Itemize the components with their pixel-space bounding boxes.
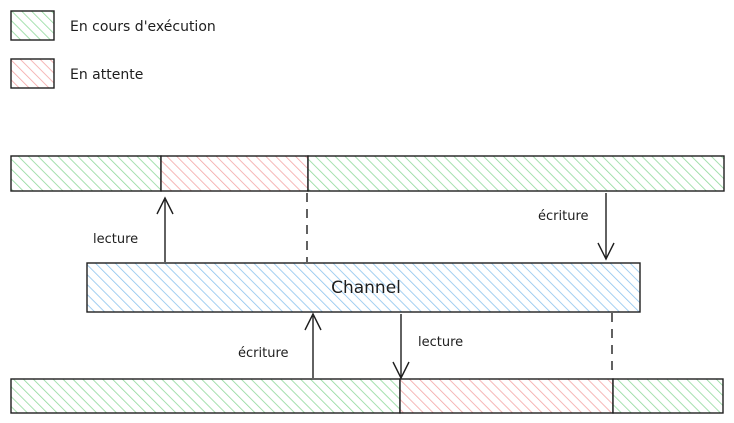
channel-box — [86, 262, 641, 313]
timeline-top — [10, 155, 725, 192]
top-read-arrow — [156, 196, 174, 262]
legend-waiting-label: En attente — [70, 67, 143, 83]
channel: Channel — [86, 262, 641, 313]
timeline-bottom-running-1 — [10, 378, 401, 414]
top-read-label: lecture — [93, 232, 138, 247]
bottom-read-label: lecture — [418, 335, 463, 350]
top-write-arrow — [597, 193, 615, 261]
bottom-read-arrow — [392, 314, 410, 380]
timeline-bottom-waiting — [399, 378, 614, 414]
timeline-top-running-1 — [10, 155, 162, 192]
channel-label: Channel — [331, 278, 401, 298]
top-write-label: écriture — [538, 209, 589, 224]
timeline-bottom — [10, 378, 724, 414]
bottom-write-label: écriture — [238, 346, 289, 361]
bottom-write-arrow — [304, 312, 322, 378]
timeline-top-waiting — [160, 155, 309, 192]
timeline-top-running-2 — [307, 155, 725, 192]
legend-waiting-swatch — [10, 58, 55, 89]
legend-running-label: En cours d'exécution — [70, 19, 216, 35]
timeline-bottom-running-2 — [612, 378, 724, 414]
legend-running-swatch — [10, 10, 55, 41]
legend: En cours d'exécution En attente — [10, 10, 216, 89]
